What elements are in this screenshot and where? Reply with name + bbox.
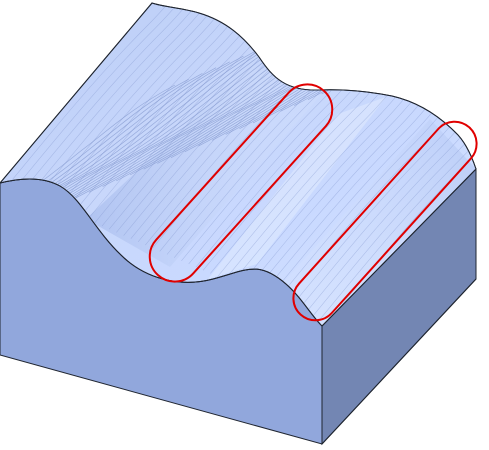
grid-line-minor (311, 3, 476, 318)
grid-line-minor (267, 3, 476, 299)
grid-line-minor (224, 3, 476, 280)
grid-line-minor (275, 3, 476, 303)
grid-line-minor (188, 3, 476, 265)
grid-line-major (0, 67, 217, 268)
grid-line-minor (202, 3, 476, 271)
right-ridge-shading (281, 119, 476, 326)
grid-line-major (376, 3, 476, 72)
grid-line-major (348, 3, 476, 83)
grid-line-major (0, 55, 244, 257)
grid-line-major (335, 3, 476, 89)
right-edge-highlight (292, 120, 478, 322)
grid-line-minor (130, 3, 422, 239)
grid-line-minor (58, 3, 349, 208)
grid-line-minor (217, 3, 476, 277)
grid-line-minor (15, 3, 306, 189)
grid-line-minor (22, 3, 313, 192)
grid-line-minor (210, 3, 476, 274)
grid-line-minor (123, 3, 414, 236)
grid-line-minor (51, 3, 342, 205)
grid-line-minor (80, 3, 371, 217)
central-ridge-light (208, 97, 386, 279)
grid-line-minor (260, 3, 476, 296)
grid-line-minor (72, 3, 364, 214)
grid-line-minor (289, 3, 476, 309)
grid-line-minor (87, 3, 378, 220)
grid-line-minor (159, 3, 450, 252)
grid-line-minor (181, 3, 472, 261)
grid-line-minor (231, 3, 476, 284)
grid-line-minor (174, 3, 465, 258)
grid-line-minor (137, 3, 429, 243)
grid-line-minor (246, 3, 476, 290)
grid-line-minor (166, 3, 458, 255)
grid-line-minor (108, 3, 400, 230)
grid-line-major (307, 3, 476, 101)
grid-line-minor (318, 3, 476, 322)
grid-line-major (321, 3, 476, 95)
bottom-right-edge (321, 278, 477, 445)
grid-line-minor (36, 3, 328, 198)
grid-line-minor (304, 3, 476, 315)
grid-line-major (389, 3, 476, 66)
grid-line-minor (145, 3, 436, 246)
grid-line-minor (116, 3, 407, 233)
left-valley-highlight (148, 83, 334, 283)
grid-line-minor (7, 3, 299, 186)
grid-line-major (362, 3, 476, 77)
grid-line-minor (195, 3, 476, 268)
grid-line-minor (43, 3, 335, 201)
grid-line-minor (253, 3, 476, 293)
grid-line-minor (65, 3, 357, 211)
grid-line-minor (296, 3, 476, 312)
grid-line-minor (29, 3, 320, 195)
grid-line-minor (94, 3, 385, 224)
grid-line-minor (101, 3, 393, 227)
grid-line-major (0, 61, 230, 263)
